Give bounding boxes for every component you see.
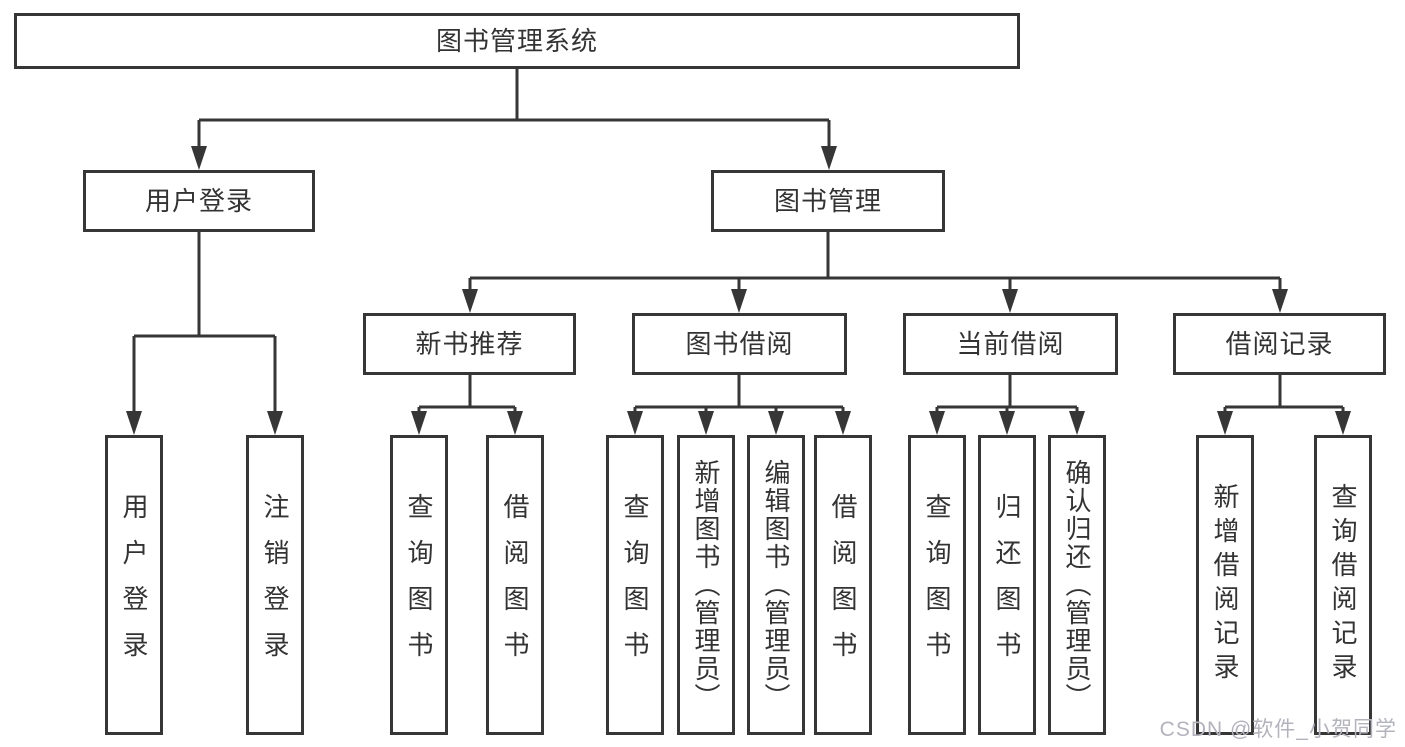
node-label: 查询图书 <box>922 493 952 677</box>
node-label: 新书推荐 <box>415 329 524 359</box>
leaf-add-borrow-record: 新增借阅记录 <box>1196 435 1254 735</box>
node-label: 归还图书 <box>992 493 1022 677</box>
leaf-borrow-books-1: 借阅图书 <box>486 435 544 735</box>
node-label: 查询借阅记录 <box>1328 483 1358 687</box>
node-label: 查询图书 <box>620 493 650 677</box>
edge-bookmgmt-to-level3 <box>468 232 1282 290</box>
edge-newbook-to-leaves <box>417 375 517 412</box>
node-book-borrowing: 图书借阅 <box>632 313 847 375</box>
node-user-login: 用户登录 <box>83 170 315 232</box>
node-label: 用户登录 <box>119 493 149 677</box>
csdn-watermark: CSDN @软件_小贺同学 <box>1159 718 1397 741</box>
leaf-edit-book-admin: 编辑图书（管理员） <box>747 435 805 735</box>
node-book-management: 图书管理 <box>711 170 945 232</box>
edge-borrow-to-leaves <box>633 375 845 412</box>
node-label: 确认归还（管理员） <box>1062 459 1092 711</box>
leaf-add-book-admin: 新增图书（管理员） <box>677 435 735 735</box>
leaf-confirm-return-admin: 确认归还（管理员） <box>1048 435 1106 735</box>
leaf-user-login: 用户登录 <box>105 435 163 735</box>
leaf-query-borrow-record: 查询借阅记录 <box>1314 435 1372 735</box>
node-label: 当前借阅 <box>956 329 1065 359</box>
node-library-management-system: 图书管理系统 <box>14 13 1020 69</box>
leaf-return-book: 归还图书 <box>978 435 1036 735</box>
node-current-borrowing: 当前借阅 <box>903 313 1118 375</box>
node-label: 注销登录 <box>260 493 290 677</box>
node-label: 新增图书（管理员） <box>691 459 721 711</box>
node-label: 借阅记录 <box>1225 329 1334 359</box>
node-label: 借阅图书 <box>828 493 858 677</box>
node-label: 借阅图书 <box>500 493 530 677</box>
node-borrowing-records: 借阅记录 <box>1173 313 1386 375</box>
node-new-book-recommend: 新书推荐 <box>363 313 576 375</box>
node-label: 编辑图书（管理员） <box>761 459 791 711</box>
node-label: 查询图书 <box>404 493 434 677</box>
leaf-query-books-1: 查询图书 <box>390 435 448 735</box>
node-label: 新增借阅记录 <box>1210 483 1240 687</box>
leaf-borrow-books-2: 借阅图书 <box>814 435 872 735</box>
edge-current-to-leaves <box>935 375 1079 412</box>
node-label: 用户登录 <box>144 186 253 216</box>
node-label: 图书管理 <box>773 186 882 216</box>
node-label: 图书借阅 <box>685 329 794 359</box>
leaf-query-books-3: 查询图书 <box>908 435 966 735</box>
node-label: 图书管理系统 <box>435 26 598 56</box>
edge-root-to-level2 <box>197 69 831 148</box>
leaf-query-books-2: 查询图书 <box>606 435 664 735</box>
edge-userlogin-to-leaves <box>132 232 277 412</box>
edge-records-to-leaves <box>1223 375 1345 412</box>
leaf-logout: 注销登录 <box>246 435 304 735</box>
